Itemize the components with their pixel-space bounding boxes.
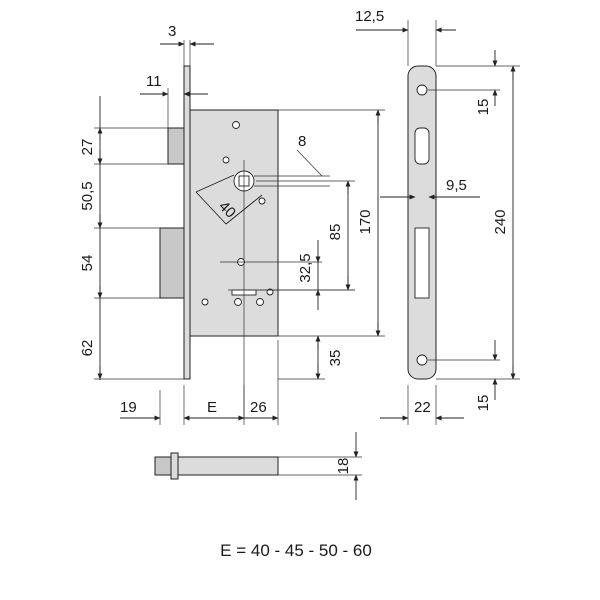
faceplate-front-view xyxy=(407,65,437,380)
backset-options-caption: E = 40 - 45 - 50 - 60 xyxy=(220,541,372,560)
case-screw-holes xyxy=(201,121,274,306)
lock-side-view xyxy=(159,65,355,420)
dim-front-thickness: 3 xyxy=(168,23,176,40)
latch-bottom-view xyxy=(154,452,279,480)
dim-bolt-throw: 19 xyxy=(120,399,137,416)
dim-latch-offset: 11 xyxy=(146,73,162,90)
latch-head xyxy=(154,456,172,476)
dim-bolt-height: 54 xyxy=(79,255,96,272)
dim-bottom-gap: 62 xyxy=(79,340,96,357)
dim-screw-bottom: 15 xyxy=(475,395,492,412)
dim-case-height: 170 xyxy=(357,209,374,234)
dim-screw-top: 15 xyxy=(475,99,492,116)
dim-bottom-to-key: 35 xyxy=(327,350,344,367)
dim-front-bottom: 22 xyxy=(414,399,431,416)
faceplate-screw-top xyxy=(416,84,428,96)
dim-top-gap: 27 xyxy=(79,139,96,156)
dim-front-total: 240 xyxy=(492,209,509,234)
dim-latch-height: 50,5 xyxy=(79,181,96,210)
latch-opening xyxy=(414,127,430,165)
faceplate-screw-bottom xyxy=(416,354,428,366)
dim-front-width: 12,5 xyxy=(355,8,384,25)
dimension-labels: 3 11 27 50,5 54 62 19 E 26 8 40 85 170 3… xyxy=(79,8,509,474)
dim-bolt-slot: 9,5 xyxy=(446,177,467,194)
dim-backset: E xyxy=(207,399,217,416)
lock-case xyxy=(189,109,279,337)
dim-spindle-to-key: 85 xyxy=(327,224,344,241)
dimension-lines xyxy=(94,20,520,500)
dim-key-to-bolt: 32,5 xyxy=(297,253,314,282)
dim-case-depth: 26 xyxy=(250,399,267,416)
faceplate-edge xyxy=(183,65,191,380)
faceplate xyxy=(407,65,437,380)
latch-tongue xyxy=(167,127,185,165)
bolt-opening xyxy=(414,227,430,299)
dim-latch-depth: 18 xyxy=(335,458,352,475)
dim-spindle-square: 8 xyxy=(298,133,306,150)
dead-bolt xyxy=(159,227,186,299)
latch-body xyxy=(177,456,279,476)
latch-faceplate xyxy=(170,452,179,480)
